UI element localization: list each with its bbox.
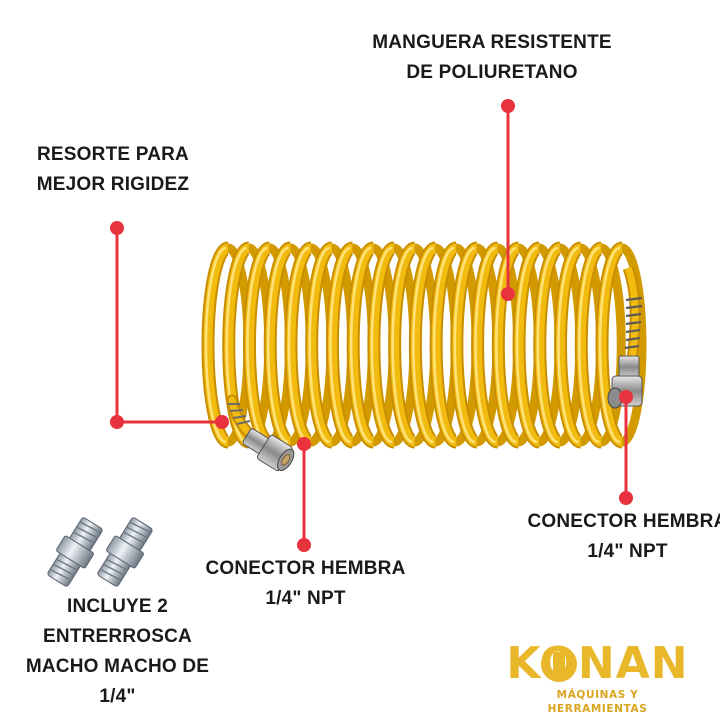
nipple-fitting-1	[47, 517, 103, 587]
nipple-fittings	[47, 517, 153, 587]
left-spring-guard	[226, 394, 254, 438]
spring-label-line-2: MEJOR RIGIDEZ	[36, 174, 190, 195]
coil-loop-front	[286, 243, 312, 447]
coil-loop-highlight	[287, 246, 310, 444]
coil-loop-front	[244, 243, 271, 447]
hose-label-line-1: MANGUERA RESISTENTE	[372, 32, 612, 53]
spring-callout-label: RESORTE PARA MEJOR RIGIDEZ	[18, 140, 208, 200]
coil-loop-front	[307, 243, 333, 447]
left-connector	[242, 428, 295, 472]
spring-label-line-1: RESORTE PARA	[37, 144, 189, 165]
includes-label-line-3: MACHO MACHO DE	[25, 656, 210, 677]
coil-loop-front	[203, 243, 229, 447]
includes-label-line-1: INCLUYE 2	[66, 596, 169, 617]
hose-callout-label: MANGUERA RESISTENTE DE POLIURETANO	[372, 28, 612, 88]
coil-loop-highlight	[349, 246, 372, 444]
left-connector-label-line-2: 1/4" NPT	[265, 588, 346, 609]
coil-loop-highlight	[246, 246, 268, 444]
coil-loop-front	[452, 243, 478, 447]
coil-loop-highlight	[578, 246, 600, 444]
includes-callout-label: INCLUYE 2 ENTRERROSCA MACHO MACHO DE 1/4…	[10, 592, 225, 712]
coil-loop-front	[556, 243, 582, 447]
coil-loop-front	[473, 243, 499, 447]
right-connector-label-line-2: 1/4" NPT	[587, 541, 668, 562]
coil-loop-front	[224, 243, 250, 447]
coil-loop-front	[535, 243, 561, 447]
right-connector-label-line-1: CONECTOR HEMBRA	[527, 511, 720, 532]
coil-loop-front	[390, 243, 416, 447]
coil-loop-front	[576, 243, 603, 447]
coil-loop-front	[327, 243, 354, 447]
right-spring-guard	[622, 266, 643, 361]
coil-loop-front	[369, 243, 395, 447]
coil-loop-highlight	[308, 246, 330, 444]
coil-loop-highlight	[598, 246, 621, 444]
coil-loop-highlight	[391, 246, 413, 444]
coil-loop-highlight	[557, 246, 579, 444]
coil-loop-highlight	[536, 246, 558, 444]
coil-loop-highlight	[225, 246, 247, 444]
brand-wrench-icon	[541, 646, 577, 682]
coil-loop-highlight	[453, 246, 476, 444]
coil-loop-back	[621, 243, 647, 447]
includes-label-line-4: 1/4"	[99, 686, 136, 707]
coil-loop-highlight	[370, 246, 393, 444]
callout-dots	[110, 99, 633, 552]
coil-loop-front	[348, 243, 375, 447]
brand-tagline: MÁQUINAS Y HERRAMIENTAS	[547, 689, 648, 715]
coil-loop-highlight	[266, 246, 289, 444]
coil-loop-front	[597, 243, 623, 447]
nipple-fitting-2	[97, 517, 153, 587]
brand-logo: KONAN MÁQUINAS Y HERRAMIENTAS	[505, 638, 690, 716]
coil-loop-highlight	[412, 246, 434, 444]
coil-loop-front	[514, 243, 540, 447]
coil-loop-highlight	[432, 246, 455, 444]
right-connector-callout-label: CONECTOR HEMBRA 1/4" NPT	[520, 507, 720, 567]
coiled-hose	[201, 241, 647, 449]
coil-loop-highlight	[329, 246, 351, 444]
hose-label-line-2: DE POLIURETANO	[406, 62, 578, 83]
left-connector-label-line-1: CONECTOR HEMBRA	[205, 558, 406, 579]
includes-label-line-2: ENTRERROSCA	[43, 626, 192, 647]
coil-loop-highlight	[515, 246, 538, 444]
coil-loop-highlight	[204, 246, 227, 444]
left-connector-callout-label: CONECTOR HEMBRA 1/4" NPT	[198, 554, 413, 614]
coil-loop-highlight	[474, 246, 496, 444]
coil-loop-front	[431, 243, 457, 447]
coil-loop-front	[410, 243, 437, 447]
brand-name: KONAN	[506, 638, 689, 689]
coil-loop-front	[265, 243, 292, 447]
